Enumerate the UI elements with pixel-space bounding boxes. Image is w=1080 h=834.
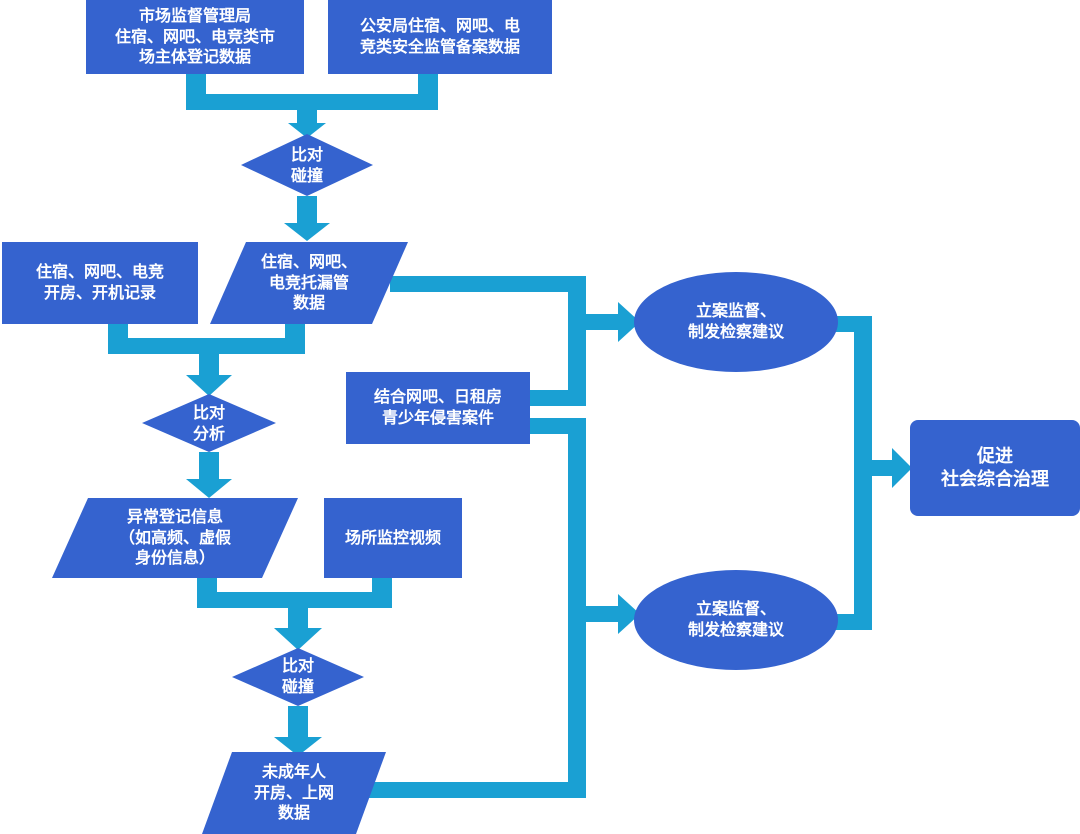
label-abnormal-registration: 异常登记信息 （如高频、虚假 身份信息） — [118, 506, 231, 568]
node-lapsed-supervision — [210, 242, 408, 324]
label-lapsed-supervision: 住宿、网吧、 电竞托漏管 数据 — [260, 251, 357, 313]
arrow-into-diamond-3 — [274, 628, 322, 650]
connector-mid-merge-bar — [108, 338, 305, 354]
label-supervision-bottom: 立案监督、 制发检察建议 — [687, 599, 784, 639]
connector-market-to-merge — [186, 74, 206, 94]
connector-public-down — [418, 74, 438, 110]
arrow-into-lapsed — [284, 223, 330, 241]
node-market-supervision — [86, 0, 304, 74]
connector-to-governance — [854, 460, 896, 476]
node-infringement-cases — [346, 372, 530, 444]
arrow-into-minor — [274, 737, 322, 756]
connector-diamond1-down — [297, 196, 317, 224]
label-public-security: 公安局住宿、网吧、电 竞类安全监管备案数据 — [359, 16, 520, 56]
arrow-into-ellipse-top — [618, 302, 640, 342]
connector-lapsed-right — [390, 276, 586, 292]
arrow-into-abnormal — [186, 479, 232, 498]
node-compare-analyze — [142, 394, 276, 452]
connector-top-merge-bar — [186, 94, 438, 110]
connectors — [108, 74, 912, 798]
node-venue-video — [324, 498, 462, 578]
label-infringement-cases: 结合网吧、日租房 青少年侵害案件 — [373, 387, 502, 427]
connector-merge-stem-3 — [288, 608, 308, 630]
connector-merge-stem-1 — [297, 110, 317, 124]
label-minor-data: 未成年人 开房、上网 数据 — [253, 761, 334, 823]
arrow-into-governance — [892, 448, 912, 488]
connector-low-merge-bar — [197, 592, 392, 608]
connector-merge-stem-2 — [199, 354, 219, 376]
node-supervision-top — [634, 272, 838, 372]
arrow-into-ellipse-bottom — [618, 594, 640, 634]
connector-cases-right-top — [528, 390, 586, 406]
label-compare-analyze: 比对 分析 — [192, 403, 225, 443]
node-compare-collide-2 — [232, 648, 364, 706]
node-supervision-bottom — [634, 570, 838, 670]
label-social-governance: 促进 社会综合治理 — [941, 445, 1049, 490]
connector-diamond3-down — [288, 706, 308, 738]
label-compare-collide-2: 比对 碰撞 — [281, 656, 314, 696]
label-compare-collide-1: 比对 碰撞 — [290, 145, 323, 185]
connector-to-ellipse-top — [568, 314, 622, 330]
label-room-boot-records: 住宿、网吧、电竞 开房、开机记录 — [35, 262, 164, 302]
connector-to-ellipse-bottom — [568, 606, 622, 622]
node-social-governance — [910, 420, 1080, 516]
node-compare-collide-1 — [241, 134, 373, 196]
connector-minor-right — [368, 782, 586, 798]
label-venue-video: 场所监控视频 — [344, 527, 441, 547]
connector-right-vertical-top — [568, 276, 586, 398]
arrow-into-diamond-2 — [186, 375, 232, 396]
label-supervision-top: 立案监督、 制发检察建议 — [687, 301, 784, 341]
label-market-supervision: 市场监督管理局 住宿、网吧、电竞类市 场主体登记数据 — [114, 5, 275, 67]
arrow-into-diamond-1 — [288, 123, 326, 138]
connector-diamond2-down — [199, 452, 219, 480]
node-public-security — [328, 0, 552, 74]
node-abnormal-registration — [52, 498, 298, 578]
node-minor-data — [202, 752, 386, 834]
node-room-boot-records — [2, 242, 198, 324]
